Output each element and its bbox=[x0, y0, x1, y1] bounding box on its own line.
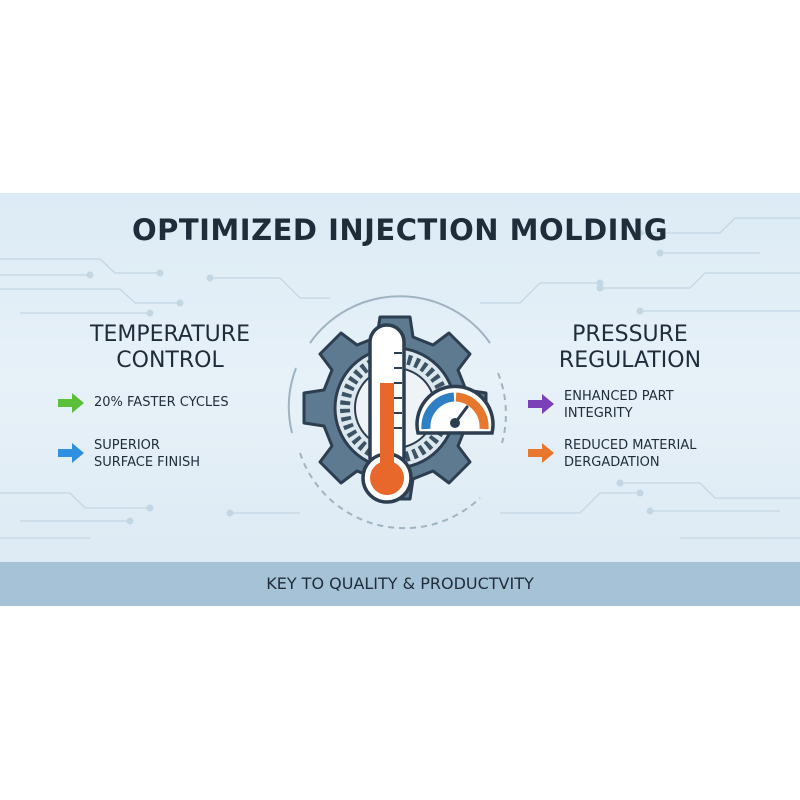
benefit-text: SUPERIOR bbox=[94, 438, 160, 453]
pressure-gauge-icon bbox=[415, 384, 495, 435]
benefit-item: REDUCED MATERIAL DERGADATION bbox=[528, 437, 696, 471]
arrow-right-icon bbox=[58, 393, 84, 413]
page-title: OPTIMIZED INJECTION MOLDING bbox=[131, 213, 669, 247]
heading-line: CONTROL bbox=[116, 348, 224, 373]
arrow-right-icon bbox=[58, 443, 84, 463]
heading-line: PRESSURE bbox=[572, 322, 688, 347]
pressure-regulation-heading: PRESSURE REGULATION bbox=[540, 322, 720, 374]
benefit-text: DERGADATION bbox=[564, 455, 660, 470]
benefit-text: SURFACE FINISH bbox=[94, 455, 201, 470]
infographic-banner: OPTIMIZED INJECTION MOLDING TEMPERATURE … bbox=[0, 193, 800, 606]
benefit-text: REDUCED MATERIAL bbox=[564, 438, 697, 453]
heading-line: REGULATION bbox=[558, 348, 702, 373]
benefit-item: 20% FASTER CYCLES bbox=[58, 393, 229, 413]
benefit-item: ENHANCED PART INTEGRITY bbox=[528, 388, 674, 422]
benefit-text: INTEGRITY bbox=[564, 406, 633, 421]
arrow-right-icon bbox=[528, 443, 554, 463]
benefit-item: SUPERIOR SURFACE FINISH bbox=[58, 437, 200, 471]
footer-tagline: KEY TO QUALITY & PRODUCTVITY bbox=[0, 562, 800, 606]
thermometer-icon bbox=[361, 323, 413, 504]
temperature-control-heading: TEMPERATURE CONTROL bbox=[80, 322, 260, 374]
orbit-rings bbox=[287, 295, 507, 530]
arrow-right-icon bbox=[528, 394, 554, 414]
benefit-text: ENHANCED PART bbox=[564, 389, 674, 404]
circuit-background bbox=[0, 217, 800, 539]
benefit-text: 20% FASTER CYCLES bbox=[94, 395, 229, 410]
central-graphic bbox=[287, 295, 507, 530]
heading-line: TEMPERATURE bbox=[90, 322, 250, 347]
